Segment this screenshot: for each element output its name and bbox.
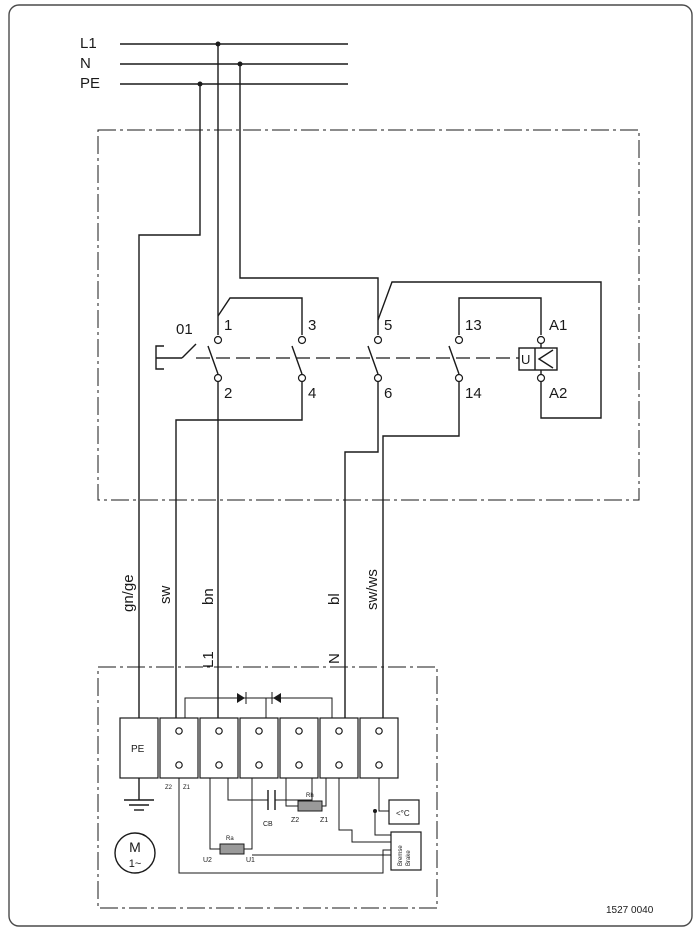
label-pe: PE <box>80 75 100 92</box>
thermostat-label: <°C <box>396 809 410 818</box>
terminal-z2-label: Z2 <box>165 785 173 791</box>
ground-symbol <box>124 778 154 811</box>
u2-label: U2 <box>203 857 212 864</box>
z1-label: Z1 <box>320 817 328 824</box>
thermostat-box <box>388 799 420 825</box>
coil-label: U <box>521 352 530 367</box>
terminal-1 <box>159 717 199 779</box>
label-n: N <box>80 55 91 72</box>
terminal-6-label: 6 <box>384 385 392 402</box>
wire-label-sw: sw <box>157 586 174 605</box>
label-l1: L1 <box>80 35 97 52</box>
outer-frame <box>8 4 693 927</box>
motor: M 1~ <box>114 832 156 874</box>
terminal-3-label: 3 <box>308 317 316 334</box>
terminal-13-label: 13 <box>465 317 482 334</box>
terminal-4-label: 4 <box>308 385 316 402</box>
terminal-a1-label: A1 <box>549 317 567 334</box>
terminal-z1-label: Z1 <box>183 785 191 791</box>
terminal-box-enclosure <box>97 666 438 909</box>
brake-label-2: Brake <box>406 850 412 866</box>
contacts: U <box>207 335 558 383</box>
capacitor-label: CB <box>263 821 273 828</box>
component-network: CB Rh Z2 Z1 Ra U2 U1 <box>178 778 391 874</box>
switch-id-label: 01 <box>176 321 193 338</box>
wire-label-swws: sw/ws <box>364 569 381 610</box>
contact-blade-3-4 <box>291 345 303 375</box>
resistor-ra-label: Ra <box>226 836 234 842</box>
u1-label: U1 <box>246 857 255 864</box>
terminal-a2-label: A2 <box>549 385 567 402</box>
coil-undervoltage-mark <box>537 349 554 369</box>
resistor-rh-label: Rh <box>306 793 314 799</box>
terminal-5 <box>319 717 359 779</box>
contact-14-bottom <box>454 373 464 383</box>
wire-label-gnge: gn/ge <box>120 574 137 612</box>
terminal-label-n: N <box>326 653 343 664</box>
manual-actuator: 01 <box>155 321 519 370</box>
wire-swws <box>382 382 460 718</box>
contact-1-top <box>213 335 223 345</box>
motor-icon <box>114 832 156 874</box>
coil-a2-terminal <box>536 373 546 383</box>
contact-3-top <box>297 335 307 345</box>
terminal-pe-label: PE <box>131 744 145 755</box>
terminal-4 <box>279 717 319 779</box>
wire-label-bn: bn <box>200 588 217 605</box>
contact-13-top <box>454 335 464 345</box>
rectifier <box>184 692 333 718</box>
diode-1-icon <box>237 693 245 703</box>
switch-enclosure <box>97 129 640 501</box>
terminal-1-label: 1 <box>224 317 232 334</box>
terminal-label-l1: L1 <box>200 651 217 668</box>
diode-2-icon <box>273 693 281 703</box>
terminal-strip: PE Z2 Z1 <box>119 717 399 791</box>
wire-sw <box>175 382 303 718</box>
terminal-2-label: 2 <box>224 385 232 402</box>
contact-blade-1-2 <box>207 345 219 375</box>
contact-blade-5-6 <box>367 345 379 375</box>
z2-label: Z2 <box>291 817 299 824</box>
wire-pe <box>138 84 201 718</box>
terminal-14-label: 14 <box>465 385 482 402</box>
contact-5-top <box>373 335 383 345</box>
wire-5-a2 <box>377 281 602 419</box>
wire-bridge-1-3 <box>217 297 303 335</box>
brake-module <box>390 831 422 871</box>
wire-n-in <box>239 64 379 335</box>
terminal-6 <box>359 717 399 779</box>
auxiliary-modules: <°C Bremse Brake <box>388 799 422 871</box>
contact-blade-13-14 <box>448 345 460 375</box>
terminal-5-label: 5 <box>384 317 392 334</box>
resistor-rh <box>297 800 323 812</box>
brake-label-1: Bremse <box>398 845 404 866</box>
wire-bl <box>344 382 379 718</box>
supply-rails: L1 N PE <box>80 35 348 92</box>
contact-6-bottom <box>373 373 383 383</box>
figure-number: 1527 0040 <box>606 905 654 916</box>
wire-13-a1 <box>458 297 542 335</box>
terminal-2 <box>199 717 239 779</box>
contact-2-bottom <box>213 373 223 383</box>
wires <box>138 44 602 718</box>
motor-label: M <box>129 839 141 855</box>
wire-label-bl: bl <box>326 593 343 605</box>
contact-4-bottom <box>297 373 307 383</box>
wire-colour-labels: gn/ge sw bn bl sw/ws L1 N <box>120 569 381 668</box>
motor-phase-label: 1~ <box>129 858 142 870</box>
coil-a1-terminal <box>536 335 546 345</box>
switch-terminal-numbers: 1 2 3 4 5 6 13 14 A1 A2 <box>224 317 567 402</box>
terminal-3 <box>239 717 279 779</box>
resistor-ra <box>219 843 245 855</box>
